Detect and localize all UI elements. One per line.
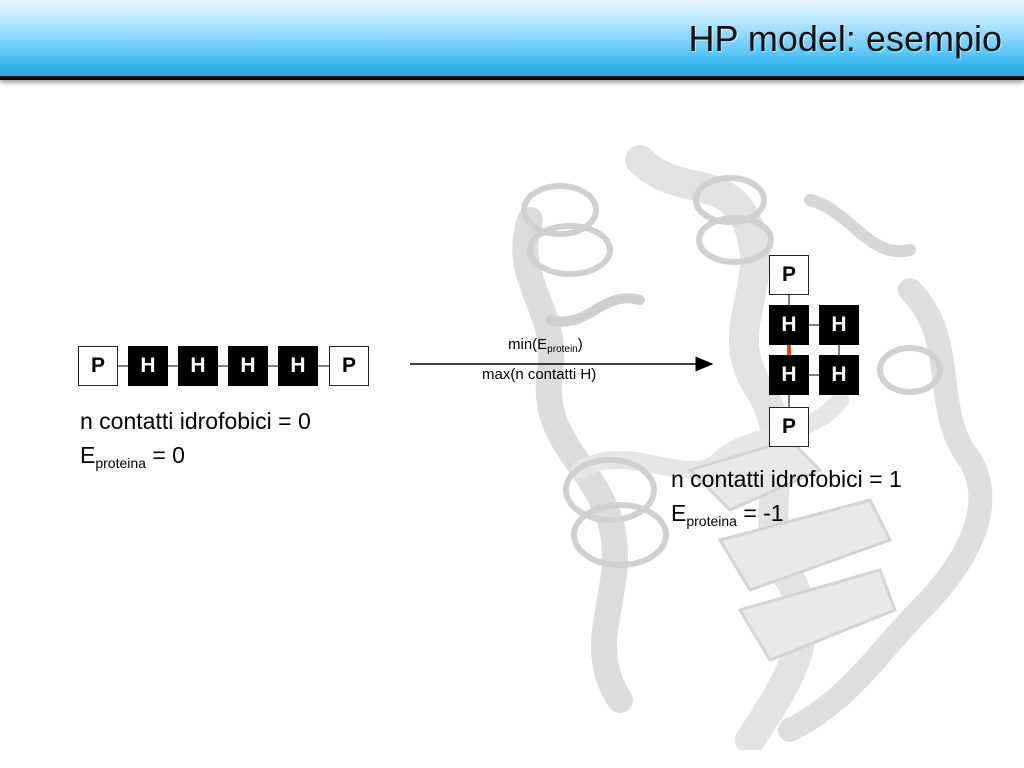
folded-residue-h1: H — [769, 305, 809, 345]
folded-residue-h3: H — [819, 355, 859, 395]
linear-residue-h3: H — [228, 346, 268, 386]
linear-contacts-label: n contatti idrofobici = 0 — [80, 408, 311, 434]
linear-residue-h1: H — [128, 346, 168, 386]
linear-energy-label: Eproteina = 0 — [80, 442, 185, 471]
arrow-max-contacts-label: max(n contatti H) — [482, 366, 597, 383]
linear-residue-h4: H — [278, 346, 318, 386]
folded-residue-p1: P — [769, 255, 809, 295]
folded-chain-backbone — [788, 275, 840, 427]
folded-residue-p2: P — [769, 407, 809, 447]
folded-contacts-label: n contatti idrofobici = 1 — [671, 466, 902, 492]
folded-residue-h4: H — [769, 355, 809, 395]
linear-residue-p2: P — [329, 346, 369, 386]
title-bar: HP model: esempio — [0, 0, 1024, 80]
linear-residue-p1: P — [78, 346, 118, 386]
folded-residue-h2: H — [819, 305, 859, 345]
folded-energy-label: Eproteina = -1 — [671, 500, 784, 529]
linear-residue-h2: H — [178, 346, 218, 386]
slide-title: HP model: esempio — [688, 18, 1003, 59]
arrow-min-energy-label: min(Eprotein) — [508, 336, 583, 355]
